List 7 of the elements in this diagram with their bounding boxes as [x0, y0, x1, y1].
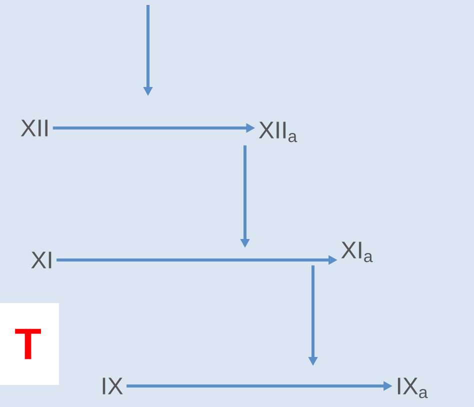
label-box: T — [0, 303, 59, 385]
factor-label: IX$_{a}$ — [398, 378, 428, 398]
factor-label: XII — [20, 120, 48, 136]
factor-label: IX — [102, 378, 123, 394]
factor-label: XII$_{a}$ — [258, 122, 298, 142]
factor-label: XI — [31, 252, 52, 268]
factor-label: XI$_{a}$ — [341, 242, 373, 262]
